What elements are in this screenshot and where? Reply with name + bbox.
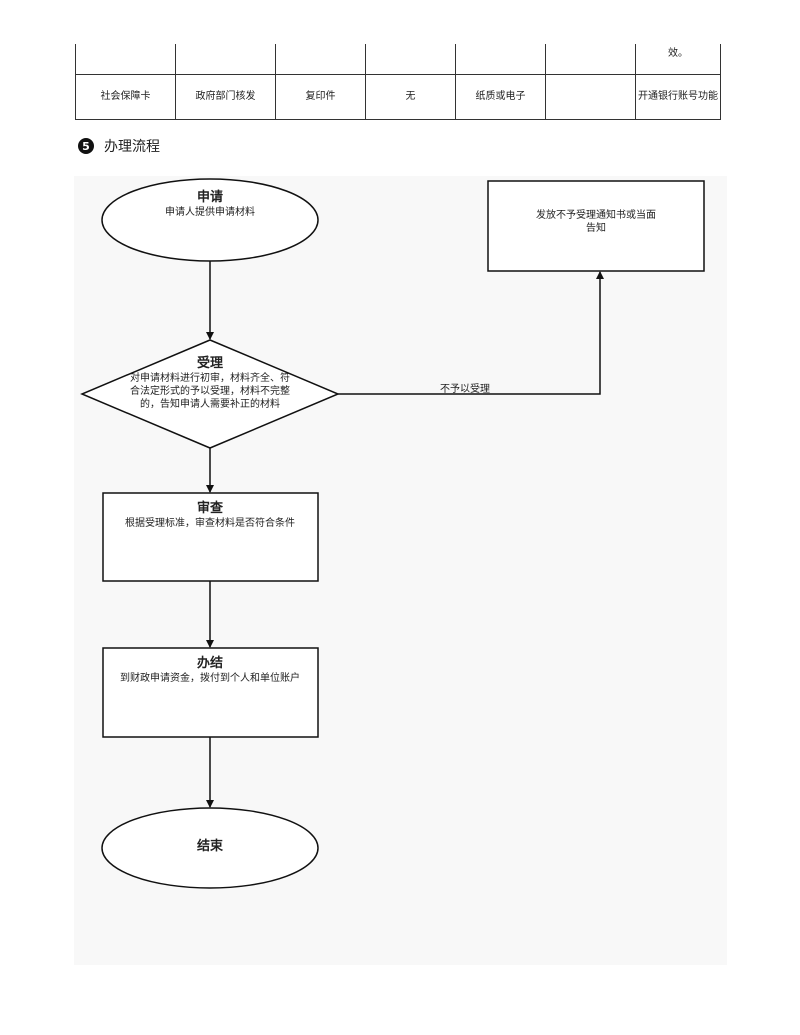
review-text: 审查 根据受理标准，审查材料是否符合条件: [110, 501, 310, 530]
materials-table: 效。 社会保障卡 政府部门核发 复印件 无 纸质或电子 开通银行账号功能: [75, 44, 721, 120]
table-cell: 无: [365, 74, 456, 120]
accept-desc: 对申请材料进行初审，材料齐全、符合法定形式的予以受理，材料不完整的，告知申请人需…: [130, 373, 290, 410]
table-cell: [275, 44, 366, 75]
flowchart: 申请 申请人提供申请材料 受理 对申请材料进行初审，材料齐全、符合法定形式的予以…: [74, 176, 727, 965]
table-row: 社会保障卡 政府部门核发 复印件 无 纸质或电子 开通银行账号功能: [75, 74, 721, 120]
review-desc: 根据受理标准，审查材料是否符合条件: [125, 518, 295, 529]
end-text: 结束: [102, 839, 318, 855]
accept-title: 受理: [196, 356, 223, 371]
table-cell: [545, 44, 636, 75]
flowchart-shapes: [80, 178, 705, 889]
table-cell: [75, 44, 176, 75]
finish-text: 办结 到财政申请资金，拨付到个人和单位账户: [110, 656, 310, 685]
end-node: [101, 807, 319, 889]
finish-title: 办结: [196, 656, 223, 671]
table-cell: [365, 44, 456, 75]
finish-desc: 到财政申请资金，拨付到个人和单位账户: [120, 673, 300, 684]
table-row: 效。: [75, 44, 721, 75]
finish-node: [102, 647, 319, 738]
table-cell: 效。: [635, 44, 721, 75]
section-title: 办理流程: [104, 139, 160, 155]
section-heading: 5 办理流程: [78, 136, 160, 156]
review-title: 审查: [196, 501, 223, 516]
reject-edge-label: 不予以受理: [440, 384, 490, 395]
apply-text: 申请 申请人提供申请材料: [102, 190, 318, 219]
apply-desc: 申请人提供申请材料: [165, 207, 255, 218]
table-cell: 复印件: [275, 74, 366, 120]
end-title: 结束: [196, 839, 223, 854]
table-cell: 社会保障卡: [75, 74, 176, 120]
review-node: [102, 492, 319, 582]
table-cell: [455, 44, 546, 75]
table-cell: 开通银行账号功能: [635, 74, 721, 120]
section-number-badge: 5: [78, 138, 94, 154]
edge-accept-reject: [338, 271, 604, 395]
table-cell: 政府部门核发: [175, 74, 276, 120]
reject-node: [487, 180, 705, 272]
table-cell: 纸质或电子: [455, 74, 546, 120]
table-cell: [545, 74, 636, 120]
table-cell: [175, 44, 276, 75]
reject-text: 发放不予受理通知书或当面告知: [536, 209, 656, 235]
reject-desc: 发放不予受理通知书或当面告知: [536, 210, 656, 234]
apply-title: 申请: [196, 190, 223, 205]
accept-text: 受理 对申请材料进行初审，材料齐全、符合法定形式的予以受理，材料不完整的，告知申…: [128, 356, 292, 411]
